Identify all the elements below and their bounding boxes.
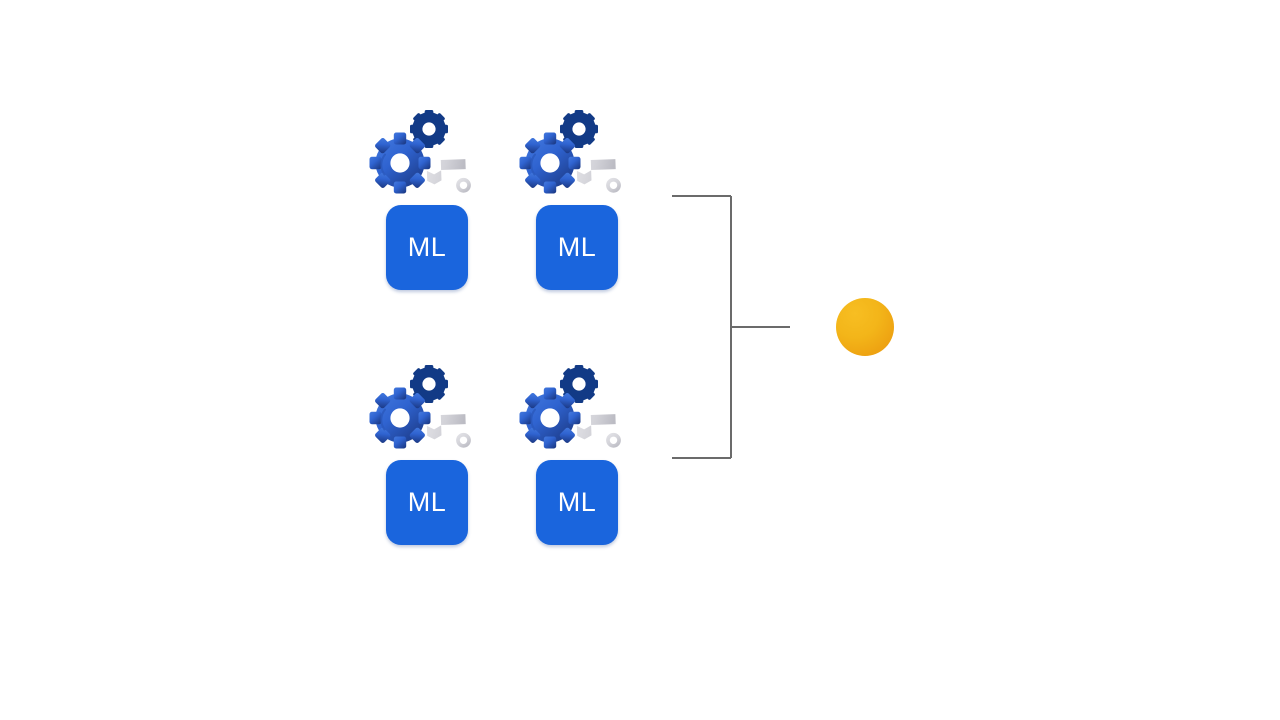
wrench-shape <box>576 159 621 193</box>
large-gear-shape <box>369 387 431 449</box>
output-node[interactable] <box>836 298 894 356</box>
gears-wrench-icon <box>369 110 471 194</box>
aggregation-bracket <box>672 195 790 459</box>
large-gear-shape <box>369 132 431 194</box>
ml-box-label: ML <box>407 232 447 262</box>
ml-box[interactable]: ML <box>386 460 468 545</box>
ml-box-label: ML <box>407 487 447 517</box>
large-gear-shape <box>519 387 581 449</box>
small-gear-shape <box>410 365 448 403</box>
gears-wrench-icon <box>519 110 621 194</box>
ml-box[interactable]: ML <box>536 460 618 545</box>
wrench-shape <box>576 414 621 448</box>
ml-box-label: ML <box>557 232 597 262</box>
ml-box[interactable]: ML <box>386 205 468 290</box>
wrench-shape <box>426 159 471 193</box>
ml-box-label: ML <box>557 487 597 517</box>
gears-wrench-icon <box>369 365 471 449</box>
gears-wrench-icon <box>519 365 621 449</box>
small-gear-shape <box>560 110 598 148</box>
wrench-shape <box>426 414 471 448</box>
large-gear-shape <box>519 132 581 194</box>
small-gear-shape <box>410 110 448 148</box>
ml-box[interactable]: ML <box>536 205 618 290</box>
